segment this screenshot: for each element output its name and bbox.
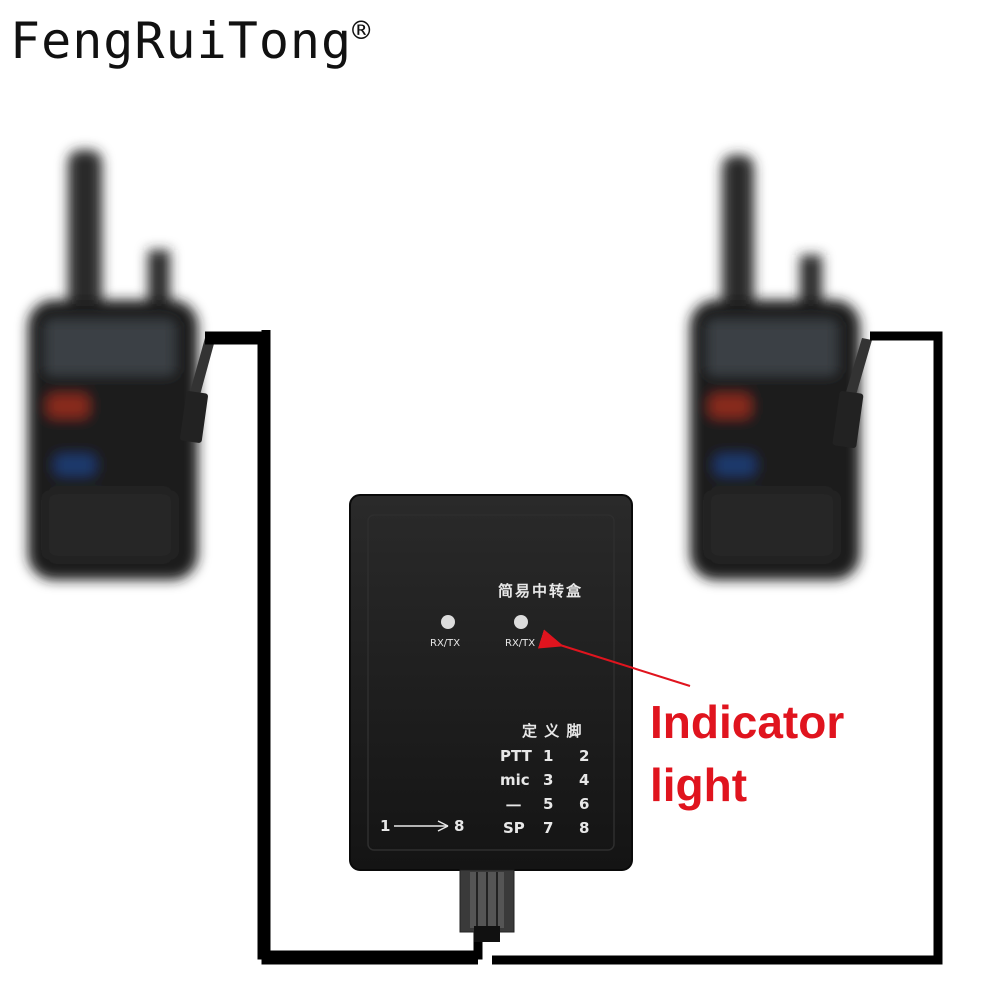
brand-logo: FengRuiTong® bbox=[10, 12, 371, 70]
pin-row-a: 3 bbox=[543, 771, 554, 789]
walkie-talkie-icon-left bbox=[28, 150, 198, 580]
pin-row-name: PTT bbox=[500, 747, 532, 765]
registered-mark: ® bbox=[352, 14, 372, 49]
port-end-label: 8 bbox=[454, 817, 465, 835]
pin-row-b: 6 bbox=[579, 795, 590, 813]
rj45-connector bbox=[459, 869, 515, 942]
brand-name: FengRuiTong bbox=[10, 12, 353, 70]
right-plug bbox=[832, 338, 872, 449]
pin-row-b: 8 bbox=[579, 819, 590, 837]
pin-row-a: 7 bbox=[543, 819, 554, 837]
pin-row-name: SP bbox=[503, 819, 525, 837]
walkie-talkie-icon-right bbox=[690, 155, 860, 580]
pin-row-a: 1 bbox=[543, 747, 554, 765]
led-label-1: RX/TX bbox=[430, 638, 461, 649]
left-cable-top bbox=[205, 331, 478, 965]
led-indicator-icon-2 bbox=[514, 615, 528, 629]
led-label-2: RX/TX bbox=[505, 638, 536, 649]
annotation-arrow-icon bbox=[537, 629, 691, 687]
pin-row-a: 5 bbox=[543, 795, 554, 813]
port-start-label: 1 bbox=[380, 817, 391, 835]
pin-header: 定 义 脚 bbox=[522, 722, 583, 740]
led-indicator-icon-1 bbox=[441, 615, 455, 629]
annotation-line-2: light bbox=[650, 759, 748, 811]
left-plug bbox=[180, 338, 215, 443]
pin-row-b: 4 bbox=[579, 771, 590, 789]
box-title: 简易中转盒 bbox=[498, 582, 584, 600]
relay-box bbox=[349, 494, 633, 871]
annotation-line-1: Indicator bbox=[650, 696, 845, 748]
pin-row-name: mic bbox=[500, 771, 530, 789]
right-cable bbox=[492, 331, 943, 965]
pin-row-b: 2 bbox=[579, 747, 590, 765]
pin-row-name: 一 bbox=[506, 797, 522, 815]
